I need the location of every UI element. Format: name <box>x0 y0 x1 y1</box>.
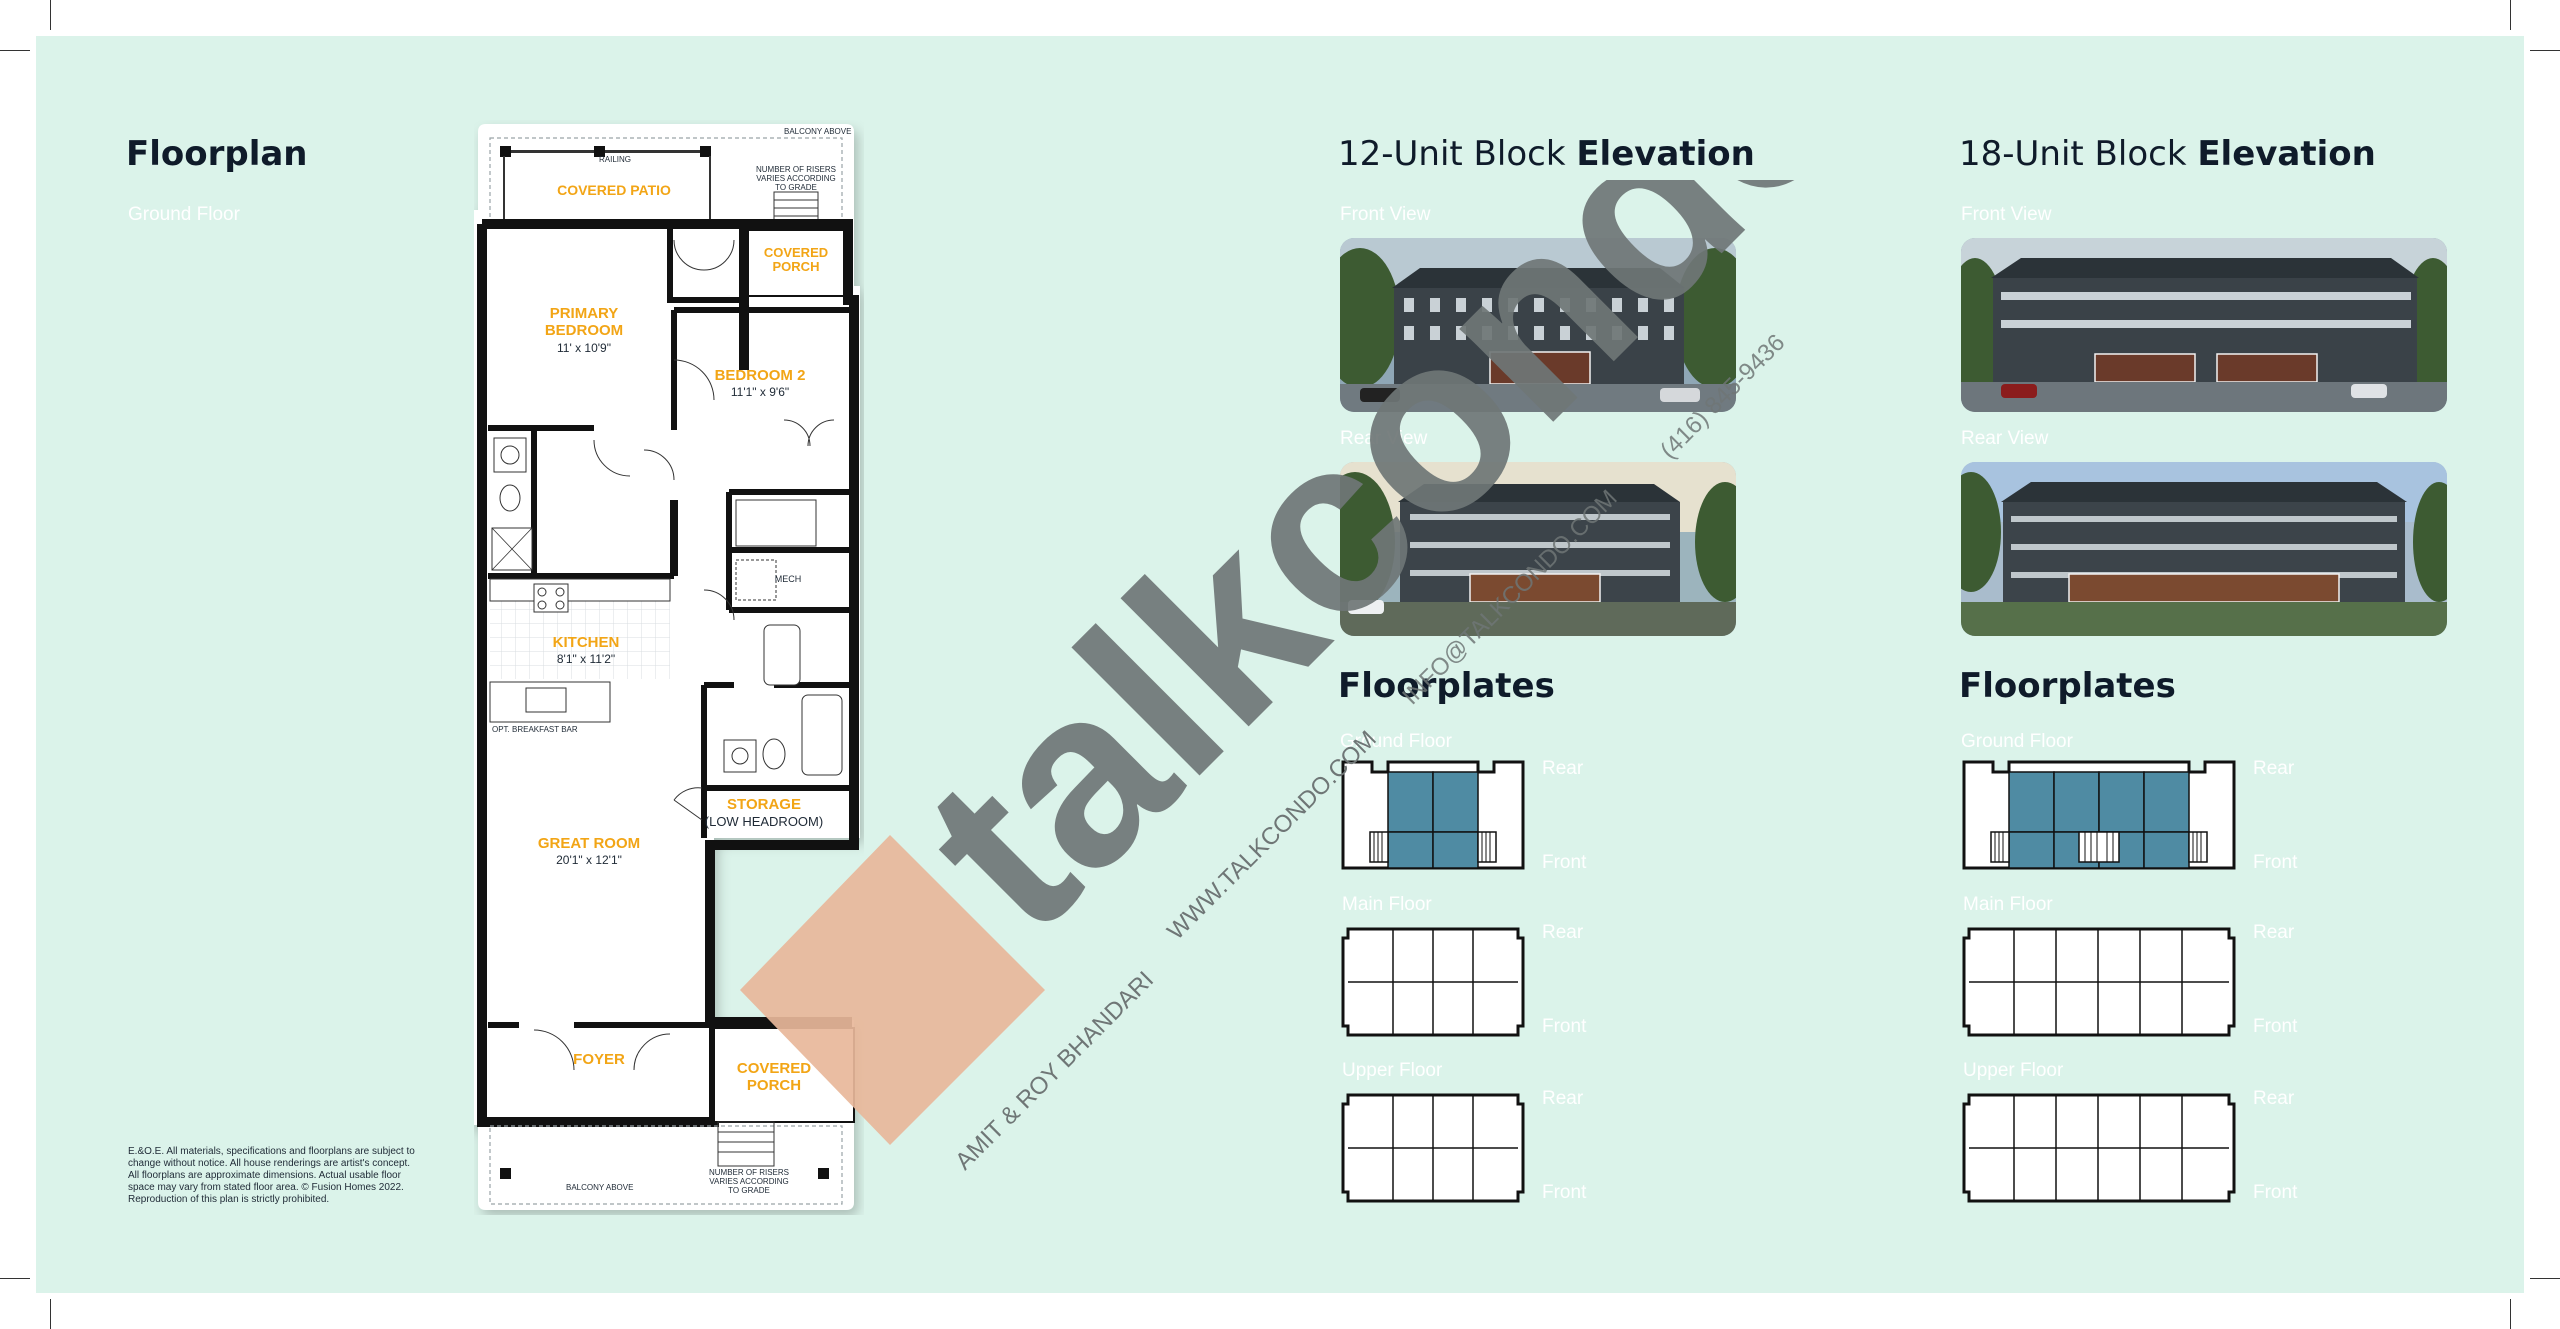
watermark-brand: talkcondo <box>870 180 1800 982</box>
talkcondo-watermark: talkcondo WWW.TALKCONDO.COM AMIT & ROY B… <box>740 180 1800 1175</box>
balcony-above-bottom: BALCONY ABOVE <box>566 1183 633 1192</box>
crop-mark <box>50 1299 51 1329</box>
covered-porch-bottom-1: COVERED <box>737 1060 811 1077</box>
primary-bedroom-2: BEDROOM <box>545 322 623 339</box>
block12-title-light: 12-Unit Block <box>1338 134 1577 174</box>
covered-porch-top-2: PORCH <box>773 259 820 274</box>
block12-rear-rendering <box>1340 462 1736 636</box>
block12-main-floor-label: Main Floor <box>1342 894 1432 915</box>
storage-label: STORAGE <box>727 796 801 813</box>
block18-rear-view-label: Rear View <box>1961 428 2049 449</box>
block18-ground-floor-label: Ground Floor <box>1961 731 2073 752</box>
covered-porch-bottom-2: PORCH <box>747 1077 801 1094</box>
block18-ground-rear: Rear <box>2253 758 2295 779</box>
mech-label: MECH <box>775 574 802 584</box>
floorplan-subtitle: Ground Floor <box>128 204 240 225</box>
watermark-logo-diamond <box>740 835 1045 1145</box>
covered-patio-label: COVERED PATIO <box>557 182 671 198</box>
block12-ground-floorplate <box>1341 760 1525 870</box>
risers-note-bottom-2: VARIES ACCORDING <box>709 1177 788 1186</box>
balcony-above-top: BALCONY ABOVE <box>784 127 851 136</box>
kitchen-label: KITCHEN <box>553 634 620 651</box>
great-room-label: GREAT ROOM <box>538 835 640 852</box>
block18-upper-floorplate <box>1962 1093 2236 1203</box>
block12-upper-rear: Rear <box>1542 1088 1584 1109</box>
block18-main-rear: Rear <box>2253 922 2295 943</box>
crop-mark <box>0 50 30 51</box>
block12-title: 12-Unit Block Elevation <box>1338 134 1755 174</box>
risers-note-top-3: TO GRADE <box>775 183 817 192</box>
covered-porch-top-1: COVERED <box>764 245 828 260</box>
block12-rear-view-label: Rear View <box>1340 428 1428 449</box>
block18-front-rendering <box>1961 238 2447 412</box>
block18-upper-front: Front <box>2253 1182 2298 1203</box>
crop-mark <box>2510 1299 2511 1329</box>
block12-main-rear: Rear <box>1542 922 1584 943</box>
crop-mark <box>2530 1278 2560 1279</box>
risers-note-bottom-3: TO GRADE <box>728 1186 770 1195</box>
crop-mark <box>2510 0 2511 30</box>
bedroom-2-dim: 11'1" x 9'6" <box>731 385 789 399</box>
block12-ground-front: Front <box>1542 852 1587 873</box>
opt-breakfast-bar: OPT. BREAKFAST BAR <box>492 725 578 734</box>
floorplan-title: Floorplan <box>126 134 308 174</box>
block18-ground-front: Front <box>2253 852 2298 873</box>
block12-title-bold: Elevation <box>1576 134 1755 174</box>
risers-note-bottom-1: NUMBER OF RISERS <box>709 1168 789 1177</box>
block12-ground-floor-label: Ground Floor <box>1340 731 1452 752</box>
block18-upper-floor-label: Upper Floor <box>1963 1060 2064 1081</box>
block12-upper-floorplate <box>1341 1093 1525 1203</box>
block18-title: 18-Unit Block Elevation <box>1959 134 2376 174</box>
block12-main-floorplate <box>1341 927 1525 1037</box>
storage-note: (LOW HEADROOM) <box>705 814 823 829</box>
block12-main-front: Front <box>1542 1016 1587 1037</box>
block12-front-view-label: Front View <box>1340 204 1431 225</box>
block12-front-rendering <box>1340 238 1736 412</box>
block18-title-light: 18-Unit Block <box>1959 134 2198 174</box>
crop-mark <box>2530 50 2560 51</box>
block18-upper-rear: Rear <box>2253 1088 2295 1109</box>
railing-label: RAILING <box>599 155 631 164</box>
risers-note-top-1: NUMBER OF RISERS <box>756 165 836 174</box>
block18-floorplates-title: Floorplates <box>1959 666 2176 706</box>
block18-main-front: Front <box>2253 1016 2298 1037</box>
block18-title-bold: Elevation <box>2197 134 2376 174</box>
block18-rear-rendering <box>1961 462 2447 636</box>
foyer-label: FOYER <box>573 1051 625 1068</box>
primary-bedroom-dim: 11' x 10'9" <box>557 341 611 355</box>
great-room-dim: 20'1" x 12'1" <box>556 853 622 867</box>
disclaimer: E.&O.E. All materials, specifications an… <box>128 1146 415 1205</box>
risers-note-top-2: VARIES ACCORDING <box>756 174 835 183</box>
block18-front-view-label: Front View <box>1961 204 2052 225</box>
bedroom-2-label: BEDROOM 2 <box>715 367 806 384</box>
block12-ground-rear: Rear <box>1542 758 1584 779</box>
block12-upper-front: Front <box>1542 1182 1587 1203</box>
crop-mark <box>50 0 51 30</box>
block18-ground-floorplate <box>1962 760 2236 870</box>
block18-main-floor-label: Main Floor <box>1963 894 2053 915</box>
primary-bedroom-1: PRIMARY <box>550 305 619 322</box>
block18-main-floorplate <box>1962 927 2236 1037</box>
block12-upper-floor-label: Upper Floor <box>1342 1060 1443 1081</box>
kitchen-dim: 8'1" x 11'2" <box>557 652 615 666</box>
crop-mark <box>0 1278 30 1279</box>
block12-floorplates-title: Floorplates <box>1338 666 1555 706</box>
